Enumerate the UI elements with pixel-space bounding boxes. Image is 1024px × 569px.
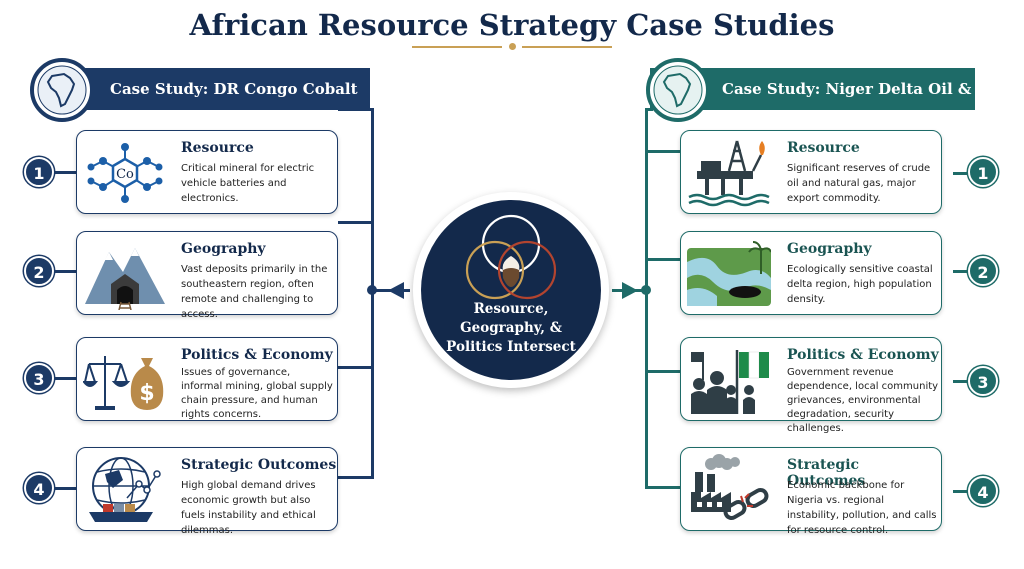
card-text: Significant reserves of crude oil and na… <box>787 163 931 204</box>
left-num-link-1 <box>52 171 78 174</box>
cobalt-symbol: Co <box>116 167 134 182</box>
globe-ship-icon <box>89 457 161 522</box>
page-title: African Resource Strategy Case Studies <box>189 8 835 42</box>
step-number-badge: 1 <box>968 157 998 187</box>
card-title: Geography <box>181 241 266 257</box>
right-connector-4 <box>645 486 681 489</box>
step-number-badge: 4 <box>24 473 54 503</box>
card-text: Government revenue dependence, local com… <box>787 367 939 434</box>
card-title: Strategic Outcomes <box>787 457 866 489</box>
step-number-badge: 3 <box>24 363 54 393</box>
center-caption-line: Geography, & <box>460 320 562 336</box>
right-num-link-3 <box>953 380 981 383</box>
oil-rig-icon <box>688 140 770 207</box>
card-title: Resource <box>181 140 254 156</box>
right-card-geography: Geography Ecologically sensitive coastal… <box>680 231 942 315</box>
center-caption-line: Resource, <box>473 301 549 317</box>
right-num-link-4 <box>953 490 981 493</box>
card-text: Critical mineral for electric vehicle ba… <box>181 163 315 204</box>
river-delta-icon <box>687 241 771 306</box>
left-num-link-2 <box>52 270 78 273</box>
mine-mountain-icon <box>85 248 165 310</box>
step-number-badge: 4 <box>968 476 998 506</box>
protest-flag-icon <box>691 350 769 414</box>
left-card-geography: Geography Vast deposits primarily in the… <box>76 231 338 320</box>
left-arrow-icon <box>388 282 404 299</box>
step-number-badge: 3 <box>968 366 998 396</box>
right-card-politics-economy: Politics & Economy Government revenue de… <box>680 337 942 434</box>
left-connector-2 <box>338 221 374 224</box>
right-num-link-2 <box>953 270 981 273</box>
card-title: Politics & Economy <box>181 347 333 363</box>
right-card-strategic-outcomes: Strategic Outcomes Economic backbone for… <box>680 447 942 536</box>
left-card-resource: Co Resource Critical mineral for electri… <box>76 130 338 214</box>
card-title: Politics & Economy <box>787 347 939 363</box>
card-title: Strategic Outcomes <box>181 457 337 473</box>
right-card-resource: Resource Significant reserves of crude o… <box>680 130 942 214</box>
left-connector-3 <box>338 366 374 369</box>
card-text: High global demand drives economic growt… <box>181 480 316 536</box>
left-card-strategic-outcomes: Strategic Outcomes High global demand dr… <box>76 447 338 536</box>
center-caption: Resource, Geography, & Politics Intersec… <box>421 300 601 357</box>
right-arrow-icon <box>622 282 638 299</box>
africa-globe-icon <box>646 58 710 122</box>
center-hub <box>421 200 601 380</box>
left-card-politics-economy: $ Politics & Economy Issues of governanc… <box>76 337 338 421</box>
left-connector-4 <box>338 476 374 479</box>
step-number-badge: 2 <box>24 256 54 286</box>
left-num-link-4 <box>52 487 78 490</box>
right-trunk-line <box>645 108 648 488</box>
right-num-link-1 <box>953 172 981 175</box>
scales-moneybag-icon: $ <box>83 356 164 410</box>
right-connector-1 <box>645 150 681 153</box>
right-connector-2 <box>645 258 681 261</box>
card-text: Economic backbone for Nigeria vs. region… <box>787 480 937 536</box>
step-number-badge: 1 <box>24 157 54 187</box>
card-text: Ecologically sensitive coastal delta reg… <box>787 264 933 305</box>
right-connector-0 <box>645 108 653 111</box>
cobalt-molecule-icon: Co <box>87 143 163 203</box>
center-caption-line: Politics Intersect <box>446 339 576 355</box>
left-case-study-header: Case Study: DR Congo Cobalt <box>60 68 370 110</box>
factory-broken-chain-icon <box>691 454 769 520</box>
card-title: Resource <box>787 140 860 156</box>
left-num-link-3 <box>52 377 78 380</box>
africa-globe-icon <box>30 58 94 122</box>
title-rule-left <box>412 46 502 48</box>
right-junction-dot <box>641 285 651 295</box>
card-title: Geography <box>787 241 872 257</box>
left-junction-dot <box>367 285 377 295</box>
venn-diagram-icon <box>465 214 557 300</box>
step-number-badge: 2 <box>968 256 998 286</box>
card-text: Vast deposits primarily in the southeast… <box>181 264 328 320</box>
title-rule-right <box>522 46 612 48</box>
title-ornament-dot <box>509 43 516 50</box>
svg-text:$: $ <box>139 381 154 406</box>
right-connector-3 <box>645 370 681 373</box>
card-text: Issues of governance, informal mining, g… <box>181 367 333 420</box>
